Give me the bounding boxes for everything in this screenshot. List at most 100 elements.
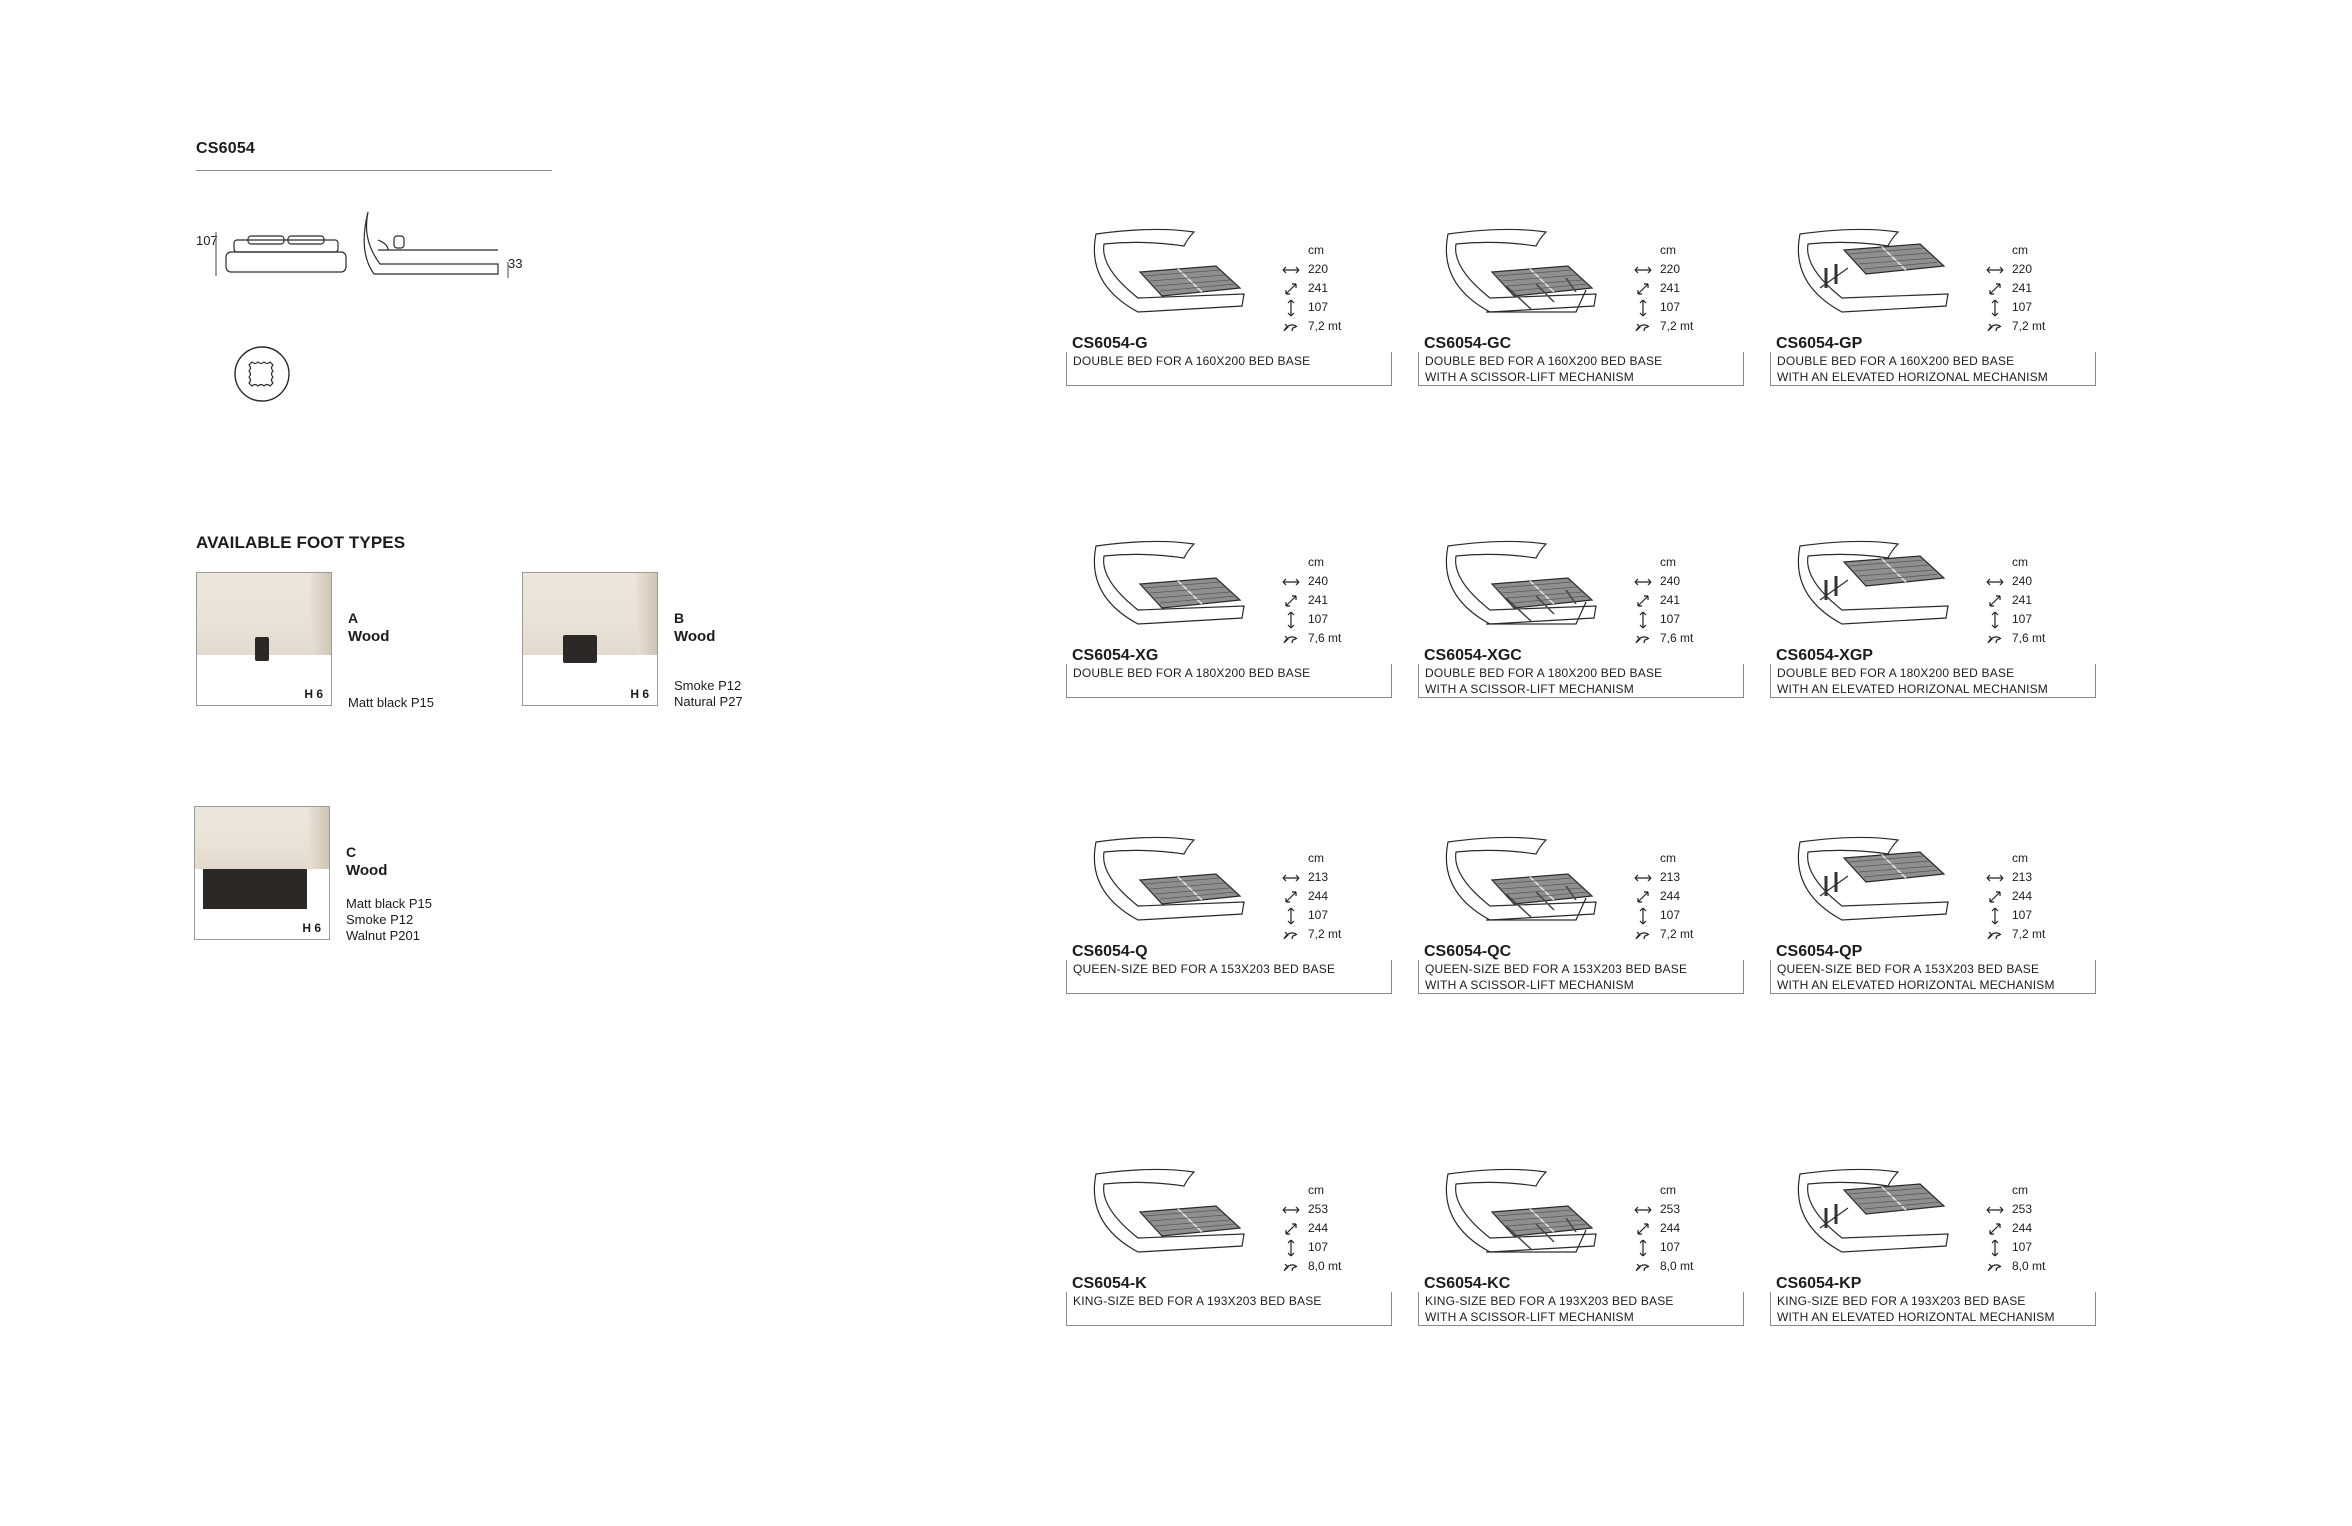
foot-finish-line: Walnut P201 — [346, 928, 420, 943]
fabric-meters-icon — [1984, 1260, 2006, 1274]
height-value: 107 — [1660, 1240, 1681, 1254]
foot-b-letter: B — [674, 610, 685, 626]
height-value: 107 — [1660, 300, 1681, 314]
fabric-meters-icon — [1984, 320, 2006, 334]
foot-a-finishes: Matt black P15 — [348, 695, 434, 711]
width-value: 220 — [2012, 262, 2033, 276]
depth-arrow-icon — [1984, 282, 2006, 296]
foot-types-heading: AVAILABLE FOOT TYPES — [196, 533, 406, 552]
depth-arrow-icon — [1280, 594, 1302, 608]
unit-label: cm — [1308, 243, 1324, 257]
foot-a-height: H 6 — [304, 687, 323, 701]
description-line: KING-SIZE BED FOR A 193X203 BED BASE — [1073, 1294, 1322, 1308]
description-line: KING-SIZE BED FOR A 193X203 BED BASE — [1425, 1294, 1674, 1308]
depth-spec: 244 — [1280, 887, 1341, 906]
fabric-value: 8,0 mt — [2012, 1259, 2046, 1273]
width-spec: 213 — [1632, 868, 1693, 887]
fabric-meters-icon — [1984, 632, 2006, 646]
foot-finish-line: Smoke P12 — [346, 912, 414, 927]
height-arrow-icon — [1632, 299, 1654, 317]
depth-value: 244 — [2012, 889, 2033, 903]
bed-drawing — [1093, 836, 1245, 921]
description-line: WITH AN ELEVATED HORIZONAL MECHANISM — [1777, 370, 2049, 384]
height-spec: 107 — [1632, 1238, 1693, 1257]
width-arrow-icon — [1280, 873, 1302, 883]
bed-drawing — [1797, 228, 1949, 313]
fabric-spec: 7,2 mt — [1984, 925, 2045, 944]
bed-drawing — [1797, 1168, 1949, 1253]
depth-arrow-icon — [1632, 1222, 1654, 1236]
height-spec: 107 — [1280, 610, 1341, 629]
foot-c-finishes: Matt black P15 Smoke P12 Walnut P201 — [346, 896, 432, 944]
depth-spec: 244 — [1632, 887, 1693, 906]
depth-spec: 244 — [1984, 1219, 2045, 1238]
fabric-spec: 8,0 mt — [1280, 1257, 1341, 1276]
width-value: 213 — [1660, 870, 1681, 884]
bed-drawing — [1093, 540, 1245, 625]
height-value: 107 — [1308, 612, 1329, 626]
depth-value: 241 — [1308, 593, 1329, 607]
product-code: CS6054-QC — [1424, 943, 1512, 960]
depth-arrow-icon — [1280, 282, 1302, 296]
fabric-meters-icon — [1280, 1260, 1302, 1274]
unit-label: cm — [2012, 555, 2028, 569]
width-value: 240 — [2012, 574, 2033, 588]
height-spec: 107 — [1984, 610, 2045, 629]
description-line: WITH AN ELEVATED HORIZONTAL MECHANISM — [1777, 1310, 2055, 1324]
fabric-spec: 7,2 mt — [1280, 317, 1341, 336]
fabric-spec: 8,0 mt — [1632, 1257, 1693, 1276]
height-value: 107 — [2012, 300, 2033, 314]
width-arrow-icon — [1632, 1205, 1654, 1215]
height-spec: 107 — [1632, 610, 1693, 629]
unit-label: cm — [2012, 243, 2028, 257]
height-arrow-icon — [1632, 907, 1654, 925]
product-description: KING-SIZE BED FOR A 193X203 BED BASE — [1066, 1292, 1392, 1326]
depth-spec: 241 — [1984, 591, 2045, 610]
depth-value: 244 — [1660, 1221, 1681, 1235]
depth-spec: 244 — [1984, 887, 2045, 906]
description-line: DOUBLE BED FOR A 180X200 BED BASE — [1777, 666, 2015, 680]
fabric-spec: 7,2 mt — [1280, 925, 1341, 944]
product-description: KING-SIZE BED FOR A 193X203 BED BASE WITH… — [1770, 1292, 2096, 1326]
foot-c-letter: C — [346, 844, 357, 860]
product-code: CS6054-XG — [1072, 647, 1159, 664]
height-spec: 107 — [1632, 906, 1693, 925]
foot-b-height: H 6 — [630, 687, 649, 701]
width-arrow-icon — [1280, 1205, 1302, 1215]
fabric-value: 7,2 mt — [1660, 927, 1694, 941]
depth-spec: 241 — [1280, 591, 1341, 610]
description-line: QUEEN-SIZE BED FOR A 153X203 BED BASE — [1425, 962, 1688, 976]
depth-value: 241 — [1660, 281, 1681, 295]
fabric-value: 7,6 mt — [1660, 631, 1694, 645]
depth-value: 241 — [1308, 281, 1329, 295]
unit-label: cm — [1308, 1183, 1324, 1197]
depth-arrow-icon — [1280, 890, 1302, 904]
depth-spec: 241 — [1632, 591, 1693, 610]
fabric-meters-icon — [1632, 632, 1654, 646]
description-line: KING-SIZE BED FOR A 193X203 BED BASE — [1777, 1294, 2026, 1308]
foot-a-photo: H 6 — [196, 572, 332, 706]
depth-value: 244 — [1660, 889, 1681, 903]
foot-a-material: Wood — [348, 628, 390, 645]
width-spec: 240 — [1984, 572, 2045, 591]
description-line: DOUBLE BED FOR A 160X200 BED BASE — [1425, 354, 1663, 368]
width-spec: 253 — [1632, 1200, 1693, 1219]
height-arrow-icon — [1280, 611, 1302, 629]
depth-arrow-icon — [1280, 1222, 1302, 1236]
foot-a-letter: A — [348, 610, 359, 626]
fabric-value: 7,2 mt — [1308, 927, 1342, 941]
product-code: CS6054-G — [1072, 335, 1148, 352]
unit-label: cm — [1660, 1183, 1676, 1197]
foot-c-photo: H 6 — [194, 806, 330, 940]
